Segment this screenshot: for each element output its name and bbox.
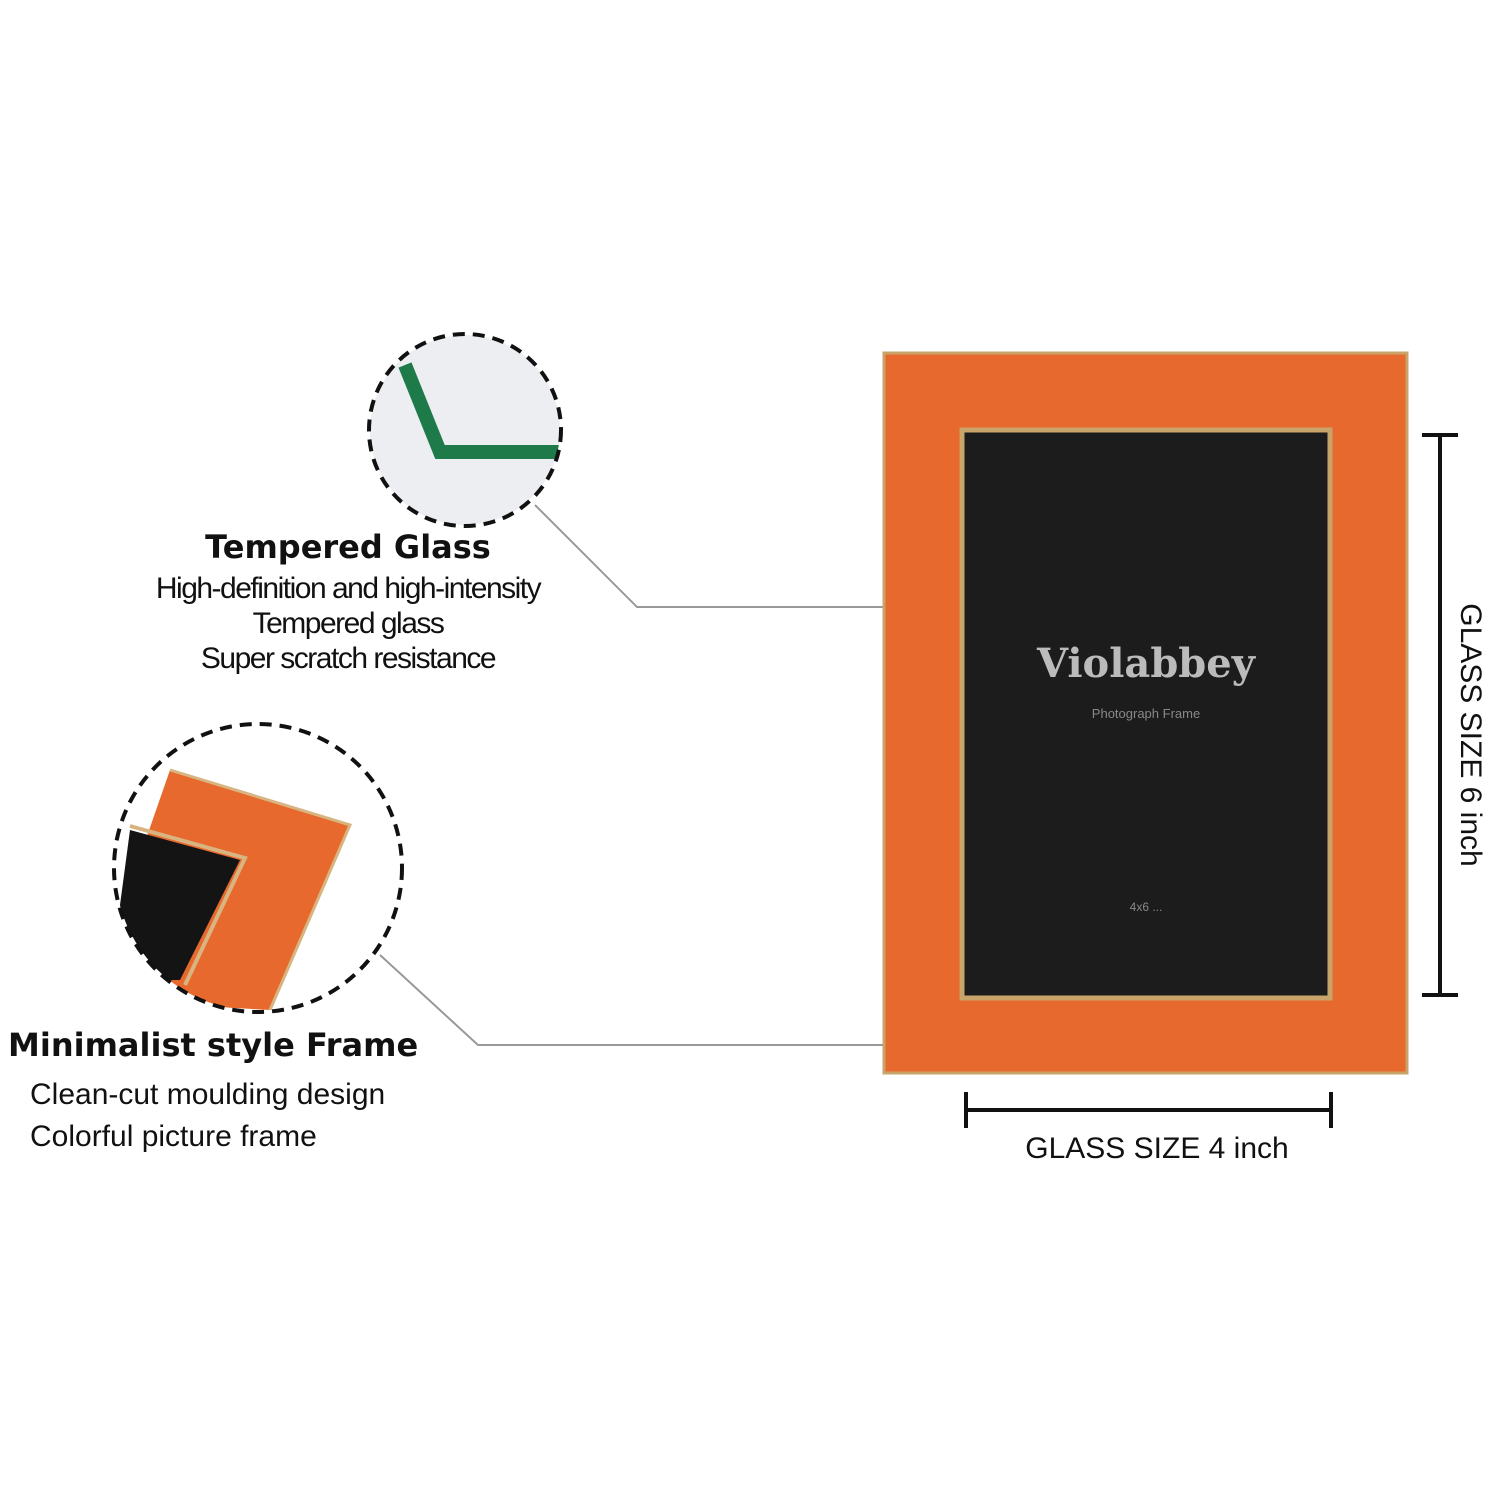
width-dimension [964, 1092, 1333, 1128]
glass-detail-circle [367, 332, 563, 528]
width-label: GLASS SIZE 4 inch [1025, 1132, 1289, 1165]
height-label: GLASS SIZE 6 inch [1454, 603, 1487, 867]
frame-size-text: 4x6 ... [1129, 900, 1163, 914]
feature-line: Super scratch resistance [200, 642, 497, 675]
feature-line: Colorful picture frame [30, 1120, 317, 1153]
frame-detail-circle [112, 722, 404, 1014]
frame-subtitle: Photograph Frame [1091, 706, 1201, 721]
height-dimension [1422, 433, 1458, 997]
frame-logo: Violabbey [1037, 640, 1255, 687]
picture-frame [882, 351, 1409, 1075]
feature-line: Tempered glass [252, 607, 445, 640]
feature-line: Clean-cut moulding design [30, 1078, 386, 1111]
frame-leader-line [379, 954, 915, 1046]
feature-title: Minimalist style Frame [8, 1026, 419, 1064]
feature-line: High-definition and high-intensity [155, 572, 542, 605]
feature-title: Tempered Glass [205, 528, 491, 566]
